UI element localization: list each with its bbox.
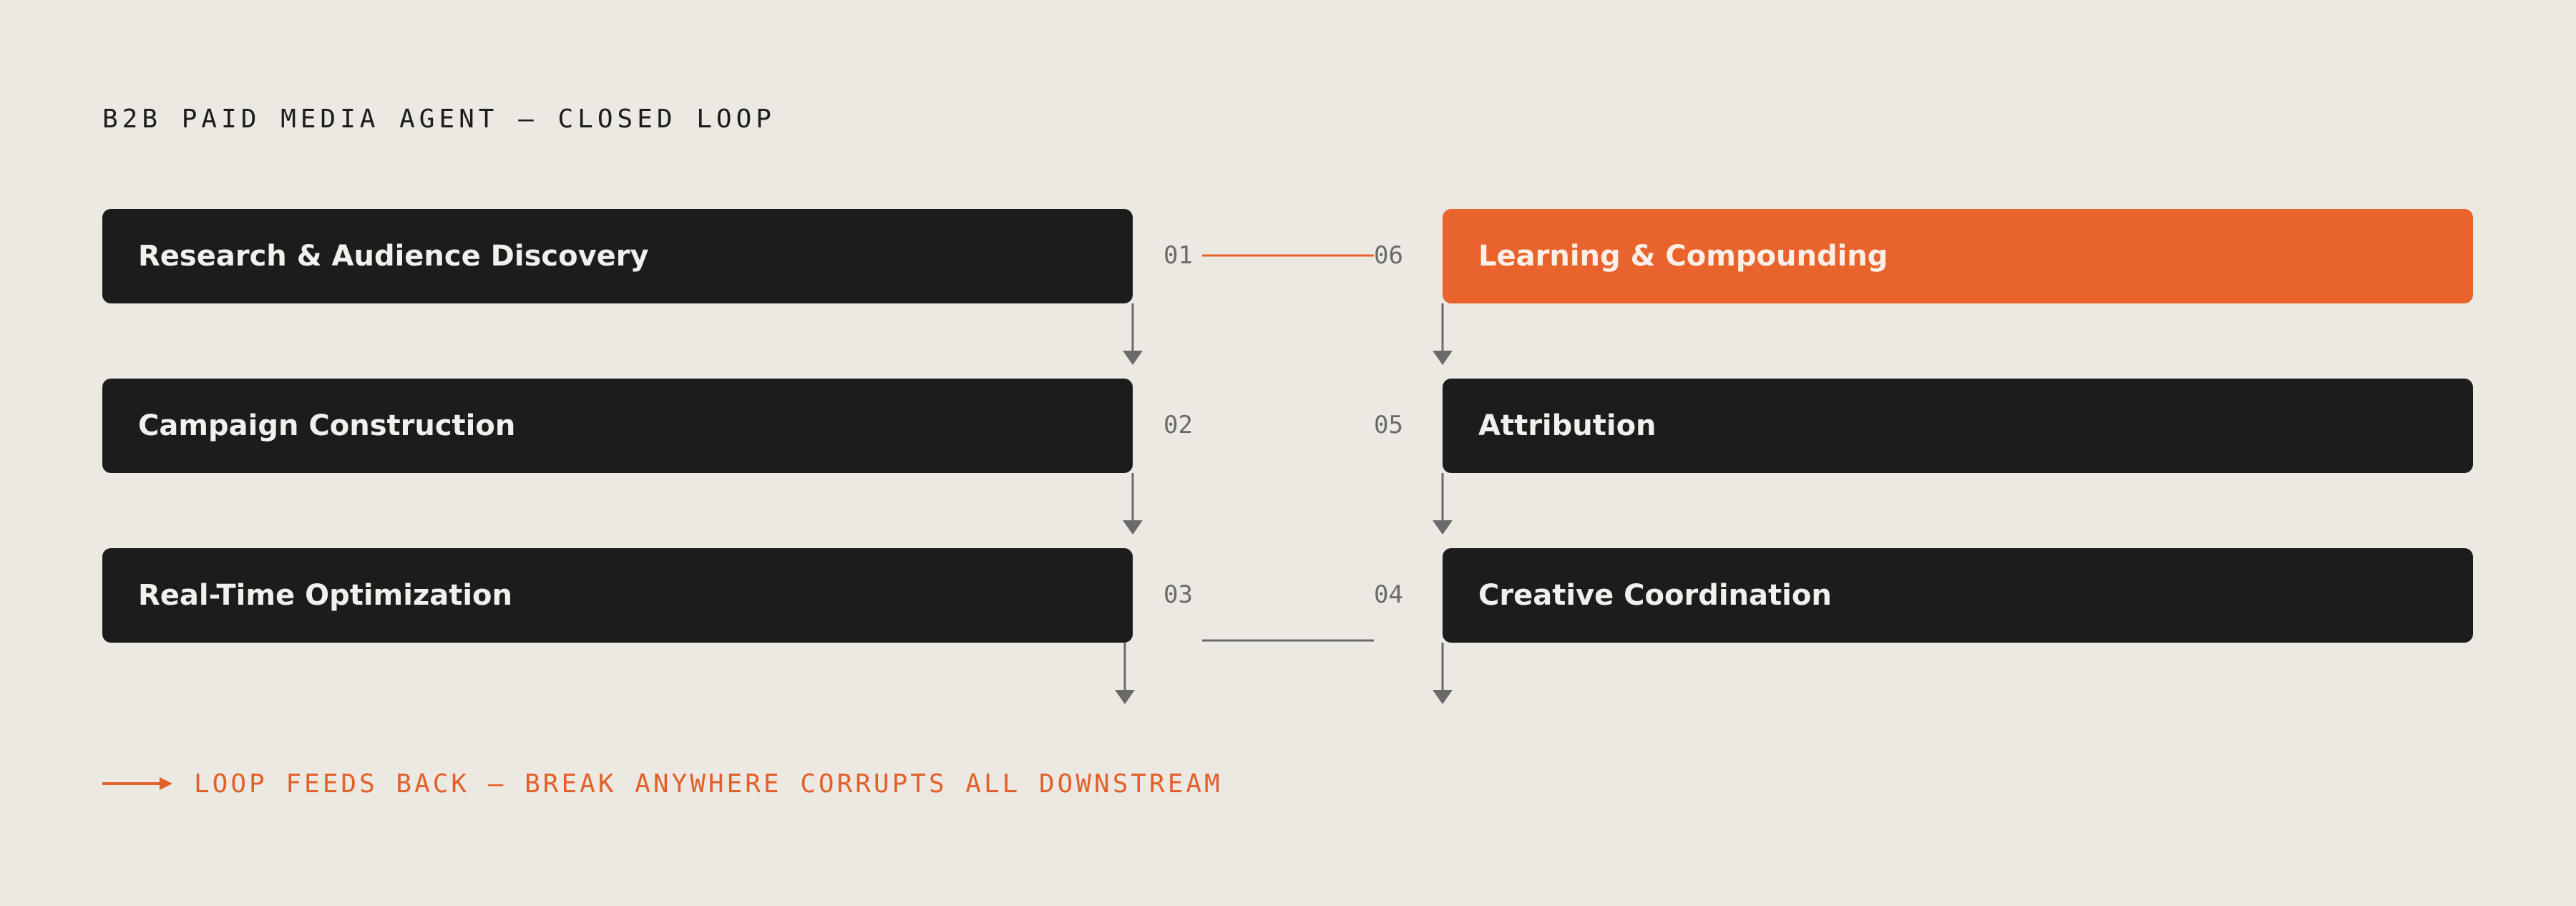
connector-arrow-06-side xyxy=(1433,303,1453,365)
stage-number-04: 04 xyxy=(1374,580,1403,609)
arrow-right-icon xyxy=(102,777,172,790)
stage-research-audience-discovery: Research & Audience Discovery xyxy=(102,209,1133,303)
connector-arrow-02-03 xyxy=(1123,473,1143,535)
stage-number-06: 06 xyxy=(1374,241,1403,270)
stage-creative-coordination: Creative Coordination xyxy=(1443,548,2473,643)
footer-note: LOOP FEEDS BACK — BREAK ANYWHERE CORRUPT… xyxy=(102,766,1223,802)
stage-campaign-construction: Campaign Construction xyxy=(102,379,1133,473)
stage-attribution: Attribution xyxy=(1443,379,2473,473)
footer-text: LOOP FEEDS BACK — BREAK ANYWHERE CORRUPT… xyxy=(194,769,1223,799)
connector-arrow-01-02 xyxy=(1123,303,1143,365)
connector-arrow-03-bottom xyxy=(1115,643,1135,704)
stage-number-01: 01 xyxy=(1163,241,1193,270)
stage-learning-compounding: Learning & Compounding xyxy=(1443,209,2473,303)
stage-number-02: 02 xyxy=(1163,411,1193,439)
connector-arrow-04-bottom xyxy=(1433,643,1453,704)
diagram-title: B2B PAID MEDIA AGENT — CLOSED LOOP xyxy=(102,104,776,134)
stage-real-time-optimization: Real-Time Optimization xyxy=(102,548,1133,643)
stage-number-05: 05 xyxy=(1374,411,1403,439)
connector-arrow-05-side xyxy=(1433,473,1453,535)
stage-number-03: 03 xyxy=(1163,580,1193,609)
